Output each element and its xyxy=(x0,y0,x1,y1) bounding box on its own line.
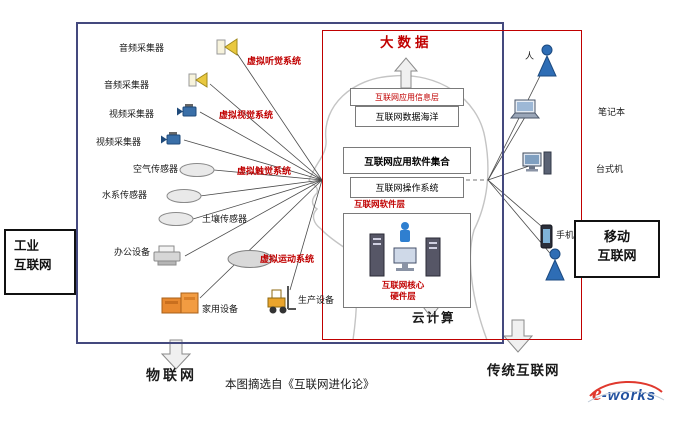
internet-core-rect xyxy=(322,30,582,340)
eworks-logo-e: e xyxy=(592,380,602,405)
layer-label-operating-system: 互联网操作系统 xyxy=(375,183,439,193)
layer-label-core-hardware: 互联网核心硬件层 xyxy=(381,280,425,301)
audio-collector-icon-1 xyxy=(214,36,240,58)
desktop-icon xyxy=(521,150,553,180)
label-virtual-hearing-system: 虚拟听觉系统 xyxy=(247,56,302,66)
person-icon-top xyxy=(536,44,558,78)
mobile-internet-box: 移动 互联网 xyxy=(574,220,660,278)
printer-icon xyxy=(152,244,182,266)
label-production-equipment: 生产设备 xyxy=(298,295,335,305)
soil-sensor-icon xyxy=(158,212,194,226)
label-laptop: 笔记本 xyxy=(598,107,626,117)
industrial-internet-label-line1: 工业 xyxy=(14,239,40,253)
label-soil-sensor: 土壤传感器 xyxy=(202,214,248,224)
water-sensor-icon xyxy=(166,189,202,203)
label-desktop: 台式机 xyxy=(596,164,624,174)
big-data-up-arrow-icon xyxy=(393,57,419,89)
forklift-icon xyxy=(262,282,298,316)
outer-boundary-rect xyxy=(76,22,504,344)
virtual-motion-system-icon xyxy=(227,250,273,268)
label-iot: 物联网 xyxy=(146,367,197,383)
label-audio-collector-2: 音频采集器 xyxy=(104,80,150,90)
layer-box-app-software: 互联网应用软件集合 xyxy=(343,147,471,174)
label-virtual-motion-system: 虚拟运动系统 xyxy=(260,254,315,264)
left-connection-lines xyxy=(183,51,323,299)
layer-label-app-software: 互联网应用软件集合 xyxy=(364,156,450,168)
industrial-internet-label-line2: 互联网 xyxy=(14,257,52,272)
layer-label-data-ocean: 互联网数据海洋 xyxy=(375,112,439,122)
label-person: 人 xyxy=(525,51,535,61)
layer-label-application-info: 互联网应用信息层 xyxy=(375,92,439,102)
label-phone: 手机 xyxy=(556,230,575,240)
label-traditional-internet: 传统互联网 xyxy=(487,363,560,378)
layer-box-data-ocean: 互联网数据海洋 xyxy=(355,106,459,127)
iot-down-arrow-icon xyxy=(160,339,192,370)
server-cluster-icon xyxy=(350,218,462,280)
label-air-sensor: 空气传感器 xyxy=(133,164,179,174)
label-water-sensor: 水系传感器 xyxy=(102,190,148,200)
label-big-data: 大数据 xyxy=(380,35,433,50)
video-collector-icon-2 xyxy=(160,131,184,147)
phone-icon xyxy=(538,224,554,250)
industrial-internet-box: 工业 互联网 xyxy=(4,229,76,295)
label-audio-collector-1: 音频采集器 xyxy=(119,43,165,53)
label-virtual-vision-system: 虚拟视觉系统 xyxy=(219,110,274,120)
eworks-swoosh-icon xyxy=(587,381,665,403)
eworks-logo[interactable]: e-works xyxy=(587,380,665,405)
mobile-internet-label-line2: 互联网 xyxy=(597,247,637,263)
label-video-collector-2: 视频采集器 xyxy=(96,137,142,147)
mobile-internet-label-line1: 移动 xyxy=(603,229,630,244)
laptop-icon xyxy=(508,98,542,122)
traditional-down-arrow-icon xyxy=(502,319,534,353)
label-video-collector-1: 视频采集器 xyxy=(109,109,155,119)
label-cloud-computing: 云计算 xyxy=(412,311,456,325)
audio-collector-icon-2 xyxy=(186,70,210,90)
home-equipment-icon xyxy=(160,286,202,316)
label-home-equipment: 家用设备 xyxy=(202,304,239,314)
label-virtual-touch-system: 虚拟触觉系统 xyxy=(237,166,292,176)
air-sensor-icon xyxy=(179,163,215,177)
video-collector-icon-1 xyxy=(176,103,200,119)
label-office-equipment: 办公设备 xyxy=(114,247,151,257)
caption: 本图摘选自《互联网进化论》 xyxy=(225,379,375,391)
person-icon-bottom xyxy=(544,248,566,282)
layer-box-application-info: 互联网应用信息层 xyxy=(350,88,464,106)
layer-box-operating-system: 互联网操作系统 xyxy=(350,177,464,198)
layer-label-software-layer: 互联网软件层 xyxy=(354,199,406,209)
